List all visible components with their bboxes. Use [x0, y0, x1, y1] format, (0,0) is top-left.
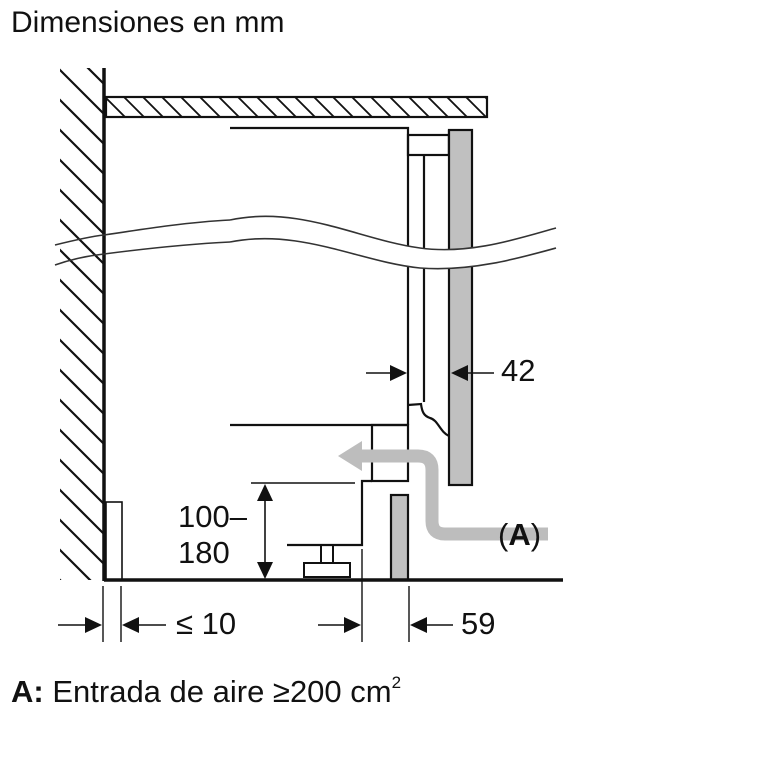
- legend: A: Entrada de aire ≥200 cm2: [11, 673, 401, 710]
- airflow-arrowhead: [338, 441, 362, 471]
- legend-key: A:: [11, 674, 44, 709]
- dimension-plinth-depth: 59: [461, 606, 496, 641]
- page-title: Dimensiones en mm: [11, 6, 285, 39]
- wall-hatching: [60, 68, 104, 580]
- legend-superscript: 2: [391, 673, 402, 692]
- callout-letter: A: [508, 517, 531, 552]
- plinth-panel: [389, 493, 410, 582]
- airflow-arrow: [360, 449, 548, 541]
- dimension-wall-gap: ≤ 10: [176, 606, 237, 641]
- callout-open-paren: (: [498, 517, 509, 552]
- break-band: [230, 216, 556, 269]
- legend-text: Entrada de aire ≥200 cm: [52, 674, 392, 709]
- top-shelf: [104, 95, 489, 119]
- dimension-door-gap: 42: [501, 353, 536, 388]
- callout-close-paren: ): [530, 517, 542, 552]
- dimension-plinth-height-2: 180: [178, 535, 230, 570]
- adjustable-foot: [303, 545, 351, 578]
- callout-a: (A): [498, 519, 541, 550]
- dimension-plinth-height-1: 100–: [178, 499, 247, 534]
- wall-spacer: [105, 501, 123, 581]
- height-dimension: [251, 482, 355, 562]
- door-panel: [447, 128, 474, 487]
